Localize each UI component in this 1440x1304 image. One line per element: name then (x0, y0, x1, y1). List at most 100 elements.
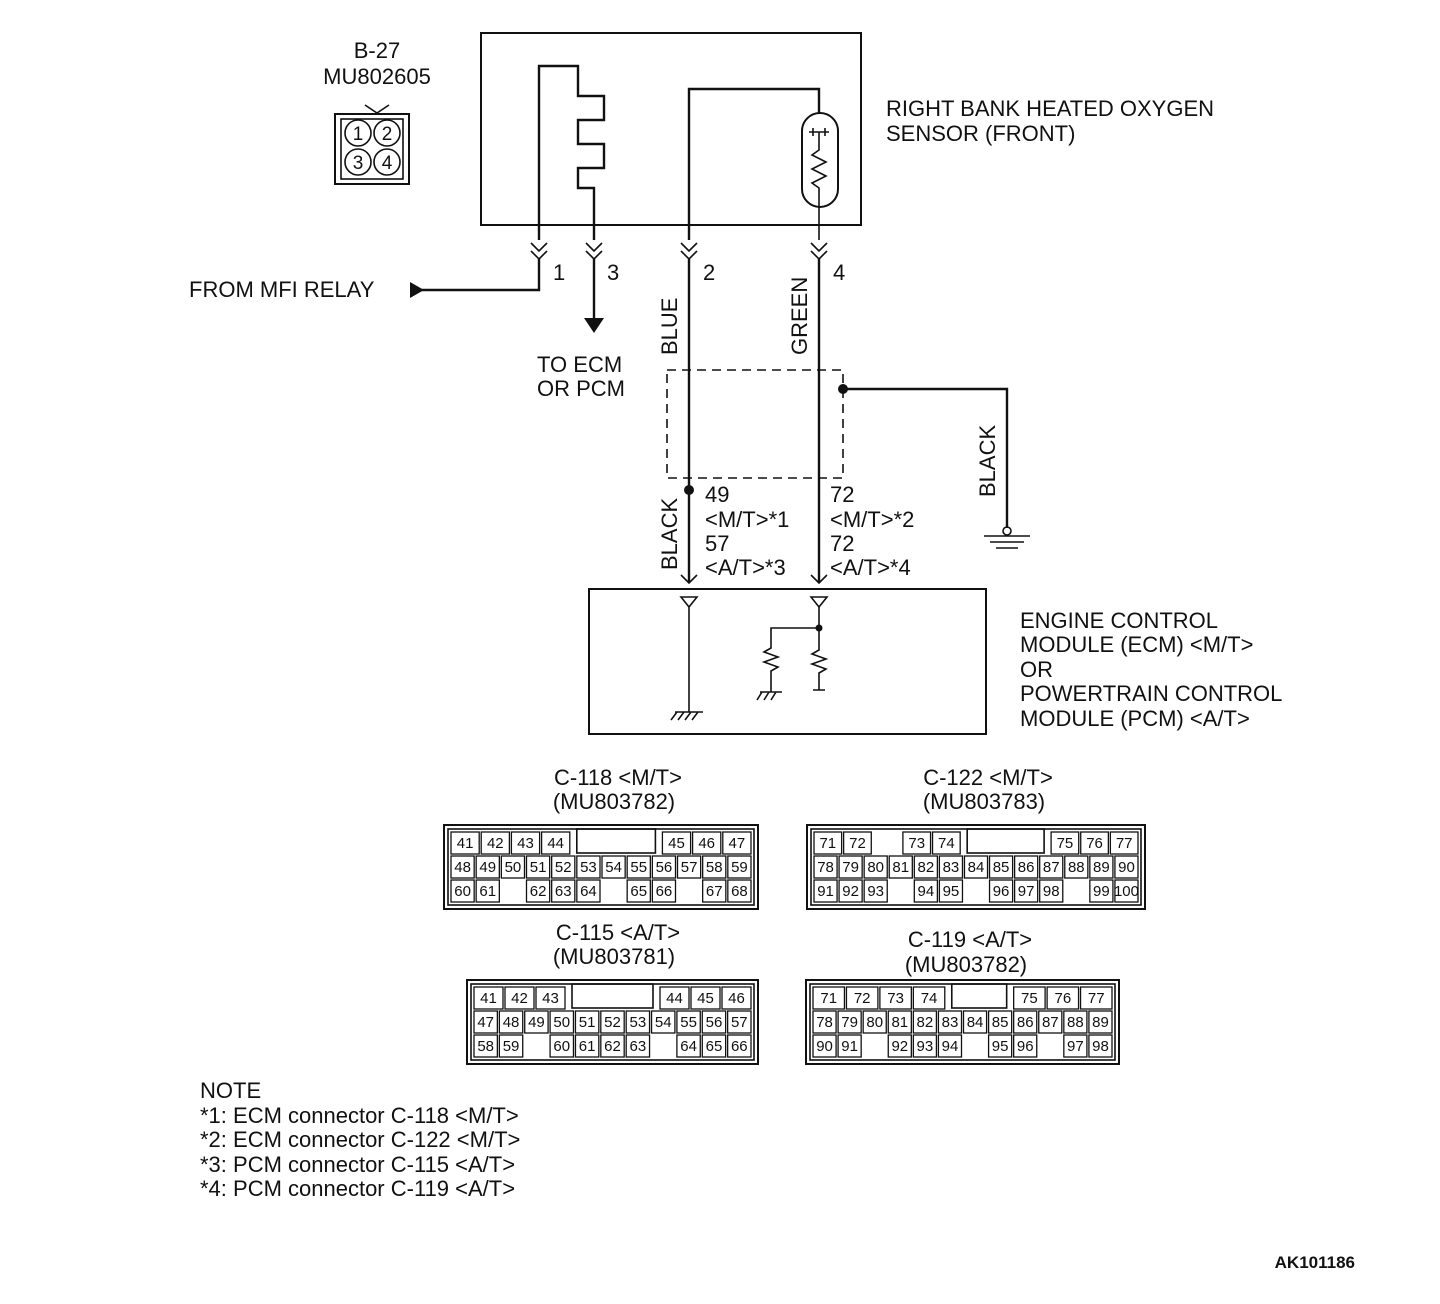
connector-cavity (450, 879, 475, 903)
connector-pin-number: 78 (817, 859, 834, 876)
connector-pin-number: 99 (1093, 883, 1110, 900)
connector-cavity (1109, 831, 1139, 855)
splice-dot (684, 485, 694, 495)
connector-cavity (845, 986, 879, 1010)
connector-cavity (690, 986, 721, 1010)
terminal-arrow-1 (530, 242, 548, 261)
connector-cavity (676, 1010, 701, 1034)
connector-key-slot (966, 828, 1045, 854)
connector-pin-number: 64 (680, 1038, 697, 1055)
connector-pin-number: 81 (892, 859, 909, 876)
connector-pin-number: 56 (706, 1014, 723, 1031)
connector-cavity (1063, 1034, 1088, 1058)
connector-cavity (988, 879, 1014, 903)
connector-pin-number: 41 (457, 835, 474, 852)
connector-cavity (1013, 986, 1046, 1010)
connector-pin-number: 79 (841, 1014, 858, 1031)
connector-cavity (837, 1010, 862, 1034)
connector-cavity (661, 831, 692, 855)
connector-pin-number: 95 (992, 1038, 1009, 1055)
connector-pin-number: 91 (817, 883, 834, 900)
terminal-arrow-4 (810, 242, 828, 261)
note-item-2: *2: ECM connector C-122 <M/T> (200, 1127, 520, 1152)
connector-cavity (651, 855, 677, 879)
module-ground-icon-right (756, 691, 782, 701)
connector-cavity (727, 879, 752, 903)
to-ecm-label-line1: TO ECM (537, 352, 622, 377)
connector-cavity (450, 831, 480, 855)
connector-pin-number: 57 (681, 859, 698, 876)
connector-cavity (600, 1034, 625, 1058)
connector-housing (334, 113, 410, 185)
connector-pin-number: 51 (579, 1014, 596, 1031)
pin-number-3: 3 (353, 153, 364, 174)
wire-color-black: BLACK (657, 498, 682, 570)
connector-latch (364, 104, 390, 114)
connector-pin-number: 93 (917, 1038, 934, 1055)
connector-pin-number: 63 (555, 883, 572, 900)
connector-pin-number: 42 (487, 835, 504, 852)
connector-cavity (938, 879, 964, 903)
connector-part-c119: (MU803782) (905, 952, 1027, 977)
connector-cavity (574, 1010, 600, 1034)
connector-pin-number: 43 (517, 835, 534, 852)
connector-pin-number: 55 (680, 1014, 697, 1031)
connector-cavity (574, 1034, 600, 1058)
connector-cavity (504, 986, 535, 1010)
connector-cavity (963, 855, 989, 879)
connector-cavity (812, 1034, 837, 1058)
connector-cavity (626, 879, 651, 903)
connector-key-slot (575, 828, 657, 854)
connector-pin-number: 66 (656, 883, 673, 900)
wire-color-blue: BLUE (657, 298, 682, 355)
connector-cavity (813, 831, 843, 855)
connector-pin-number: 63 (630, 1038, 647, 1055)
connector-cavity (601, 855, 626, 879)
connector-cavity (576, 855, 601, 879)
connector-cavity (813, 855, 838, 879)
connector-pin-number: 49 (528, 1014, 545, 1031)
connector-pin-number: 59 (731, 859, 748, 876)
connector-pin-number: 74 (921, 990, 938, 1007)
ecm-pin-labels-left: 49 <M/T>*1 57 <A/T>*3 (705, 482, 789, 580)
connector-pin-number: 94 (918, 883, 935, 900)
connector-pin-number: 98 (1092, 1038, 1109, 1055)
connector-cavity (837, 1034, 862, 1058)
connector-cavity (987, 1010, 1013, 1034)
connector-cavity (726, 1034, 752, 1058)
connector-cavity (473, 986, 504, 1010)
connector-pin-number: 60 (454, 883, 471, 900)
connector-pin-number: 44 (666, 990, 683, 1007)
connector-pin-number: 64 (580, 883, 597, 900)
connector-pin-number: 41 (480, 990, 497, 1007)
connector-cavity (549, 1010, 575, 1034)
connector-cavity (659, 986, 690, 1010)
connector-cavity (937, 1010, 963, 1034)
terminal-arrow-2 (680, 242, 698, 261)
terminal-label-2: 2 (703, 260, 715, 285)
connector-pin-number: 96 (1017, 1038, 1034, 1055)
connector-cavity (524, 1010, 549, 1034)
connector-pin-number: 97 (1018, 883, 1035, 900)
connector-pin-number: 81 (891, 1014, 908, 1031)
connector-cavity (691, 831, 722, 855)
connector-cavity (937, 1034, 963, 1058)
connector-cavity (912, 1010, 938, 1034)
module-name-line2: MODULE (ECM) <M/T> (1020, 632, 1253, 657)
connector-cavity (812, 1010, 837, 1034)
connector-key-slot (571, 983, 654, 1009)
connector-cavity (1039, 879, 1064, 903)
connector-cavity (676, 1034, 701, 1058)
connector-cavity (887, 1010, 912, 1034)
connector-title-c122: C-122 <M/T> (923, 765, 1053, 790)
connector-pin-number: 49 (479, 859, 496, 876)
connector-cavity (650, 1010, 676, 1034)
connector-cavity (498, 1010, 524, 1034)
connector-pin-number: 90 (1118, 859, 1135, 876)
connector-cavity (1013, 1034, 1038, 1058)
terminal-arrow-3 (585, 242, 603, 261)
connector-part-c118: (MU803782) (553, 789, 675, 814)
connector-inner-frame (340, 118, 404, 180)
note-title: NOTE (200, 1078, 261, 1103)
